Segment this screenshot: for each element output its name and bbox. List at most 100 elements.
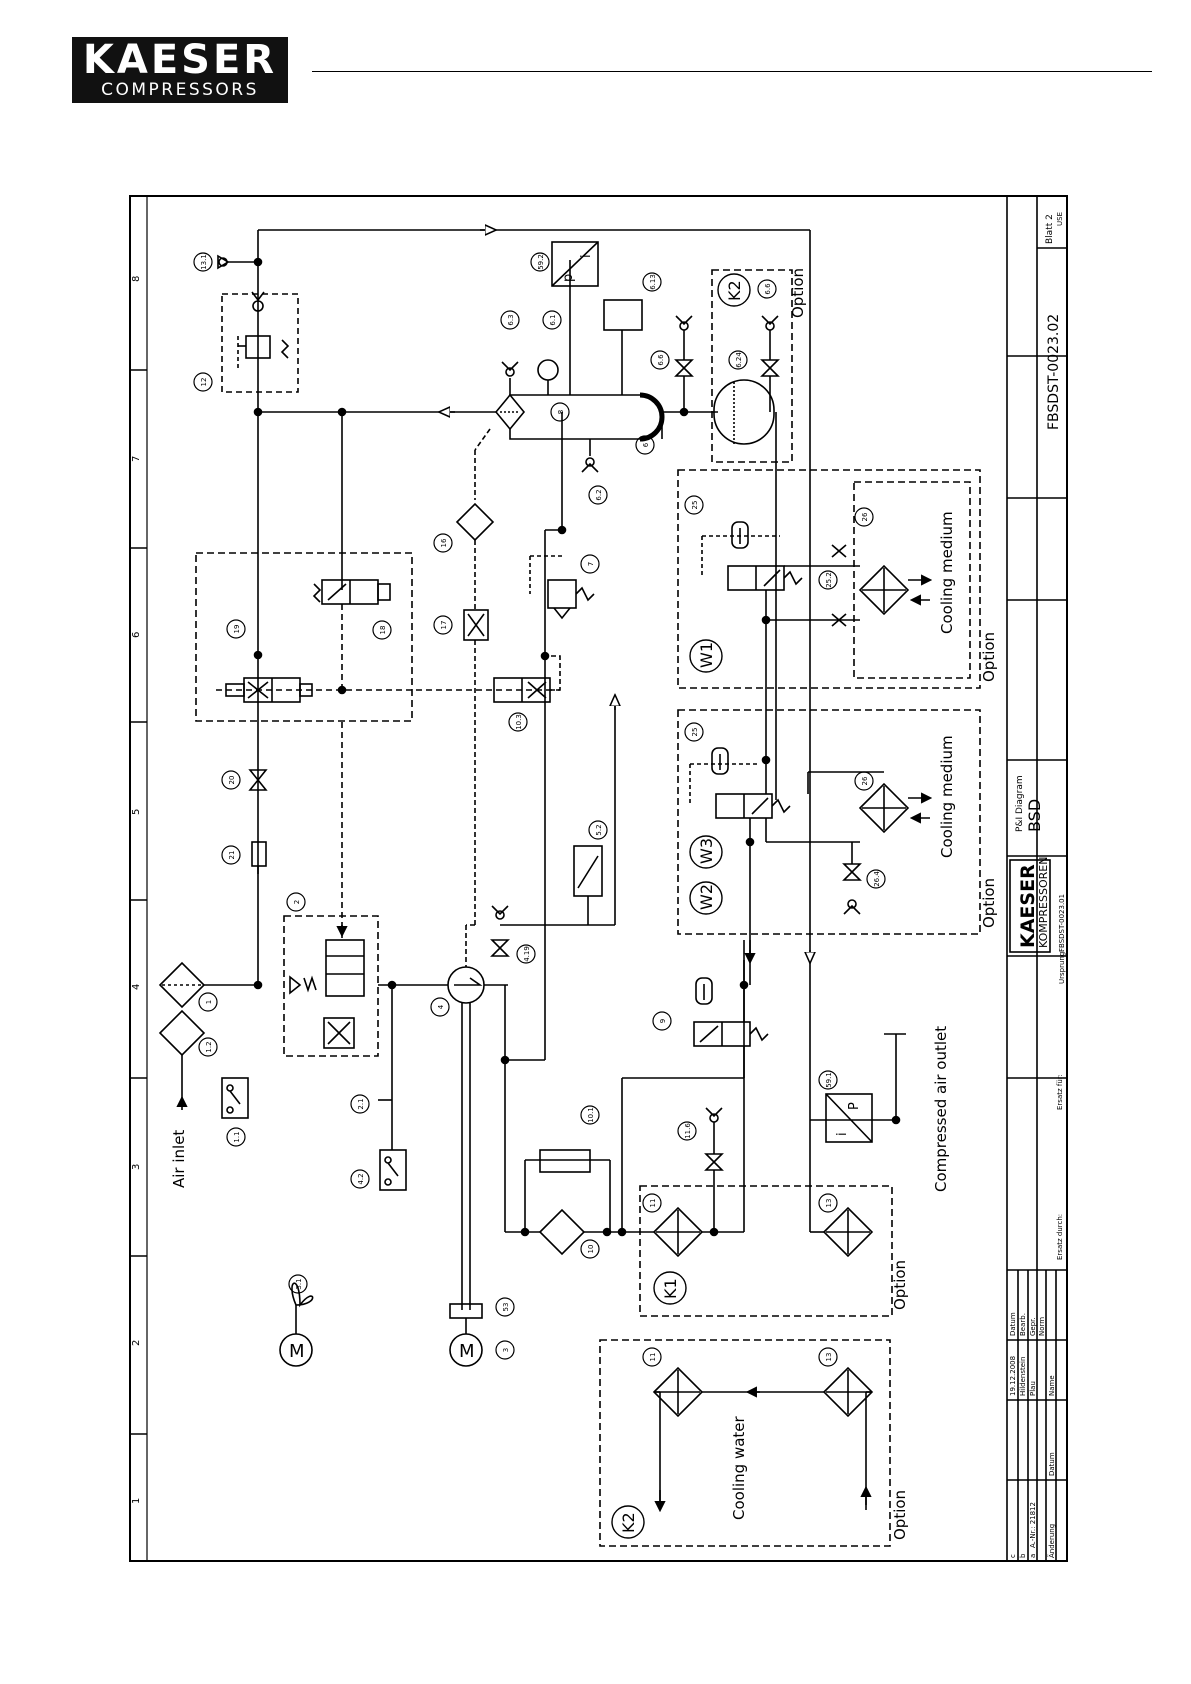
tb-sheet-of: USE bbox=[1056, 212, 1064, 226]
tag-4-19: 4.19 bbox=[523, 946, 531, 962]
tag-bubble bbox=[652, 1011, 672, 1031]
valve-18 bbox=[312, 579, 391, 605]
tag-25-b: 25 bbox=[691, 728, 699, 737]
cooler-11-k1 bbox=[626, 1078, 745, 1258]
tag-26-4: 26.4 bbox=[873, 871, 881, 887]
tag-6-13: 6.13 bbox=[649, 274, 657, 290]
tag-bubble bbox=[221, 845, 241, 865]
air-end-4 bbox=[378, 966, 508, 1319]
label-option-k2-top: Option bbox=[789, 268, 807, 318]
tag-bubble bbox=[372, 620, 392, 640]
option-box-k2-top bbox=[711, 269, 793, 463]
tag-53: 53 bbox=[502, 1303, 510, 1312]
label-compressed-air-outlet: Compressed air outlet bbox=[932, 1026, 950, 1192]
group-circle bbox=[689, 881, 723, 915]
instrument-letter-p-lower: P bbox=[847, 1102, 862, 1110]
tag-bubble bbox=[193, 372, 213, 392]
tag-bubble bbox=[650, 350, 670, 370]
tag-bubble bbox=[588, 485, 608, 505]
tb-title-large: BSD bbox=[1025, 799, 1044, 832]
tag-59-1: 59.1 bbox=[825, 1072, 833, 1088]
tag-9: 9 bbox=[659, 1019, 667, 1023]
group-circle bbox=[717, 273, 751, 307]
grid-number: 4 bbox=[131, 984, 142, 990]
tag-6-6-b: 6.6 bbox=[764, 283, 772, 295]
air-filter-1 bbox=[158, 961, 258, 1110]
grid-number: 8 bbox=[131, 276, 142, 282]
tag-25-2: 25.2 bbox=[825, 572, 833, 588]
group-k2-top: K2 bbox=[725, 280, 744, 301]
tag-bubble bbox=[818, 1193, 838, 1213]
cooling-water-loop bbox=[652, 1366, 874, 1513]
tag-1-1: 1.1 bbox=[233, 1131, 241, 1142]
tb-replaced-for: Ersatz für: bbox=[1056, 1074, 1064, 1110]
group-k1: K1 bbox=[661, 1278, 680, 1299]
group-w3: W3 bbox=[697, 838, 716, 864]
tag-bubble bbox=[580, 1239, 600, 1259]
tag-10-3: 10.3 bbox=[515, 714, 523, 730]
tag-bubble bbox=[530, 252, 550, 272]
label-option-w1: Option bbox=[980, 632, 998, 682]
tag-4-2: 4.2 bbox=[357, 1173, 365, 1184]
tag-59-2: 59.2 bbox=[537, 254, 545, 270]
tag-bubble bbox=[866, 869, 886, 889]
header-rule bbox=[312, 71, 1152, 72]
tb-gepr-value: Plau bbox=[1029, 1381, 1037, 1396]
tag-bubble bbox=[642, 272, 662, 292]
tag-bubble bbox=[198, 1037, 218, 1057]
label-option-k1: Option bbox=[891, 1260, 909, 1310]
tb-name-label: Name bbox=[1048, 1375, 1056, 1396]
logo-line-2: COMPRESSORS bbox=[101, 80, 259, 100]
tag-bubble bbox=[430, 997, 450, 1017]
tb-company-line-1: KAESER bbox=[1017, 864, 1039, 948]
tag-13-1: 13.1 bbox=[200, 254, 208, 270]
tag-20: 20 bbox=[228, 776, 236, 785]
tag-3-1: 3.1 bbox=[295, 1278, 303, 1289]
tag-bubble bbox=[542, 310, 562, 330]
tb-datum-value: 19.12.2008 bbox=[1009, 1356, 1017, 1396]
tag-bubble bbox=[642, 1193, 662, 1213]
tag-bubble bbox=[433, 615, 453, 635]
tag-6-6-a: 6.6 bbox=[657, 354, 665, 366]
motor-3: M bbox=[449, 1318, 483, 1367]
tag-bubble bbox=[684, 722, 704, 742]
tb-gepr-label: Gepr. bbox=[1029, 1317, 1037, 1336]
tb-bearb-value: Hildenstein bbox=[1019, 1357, 1027, 1396]
tag-19: 19 bbox=[233, 625, 241, 634]
tag-13-b: 13 bbox=[825, 1353, 833, 1362]
label-cooling-medium-1: Cooling medium bbox=[938, 511, 956, 634]
tag-2-1: 2.1 bbox=[357, 1098, 365, 1109]
pressure-switch-4-2 bbox=[379, 1100, 407, 1191]
tb-company-line-2: KOMPRESSOREN bbox=[1037, 857, 1050, 948]
grid-number: 6 bbox=[131, 632, 142, 638]
option-box-w2w3 bbox=[677, 709, 981, 935]
tag-bubble bbox=[288, 1274, 308, 1294]
tb-aenderung-label: Änderung bbox=[1047, 1524, 1056, 1558]
tb-origin-label: Ursprung: bbox=[1058, 949, 1066, 984]
pressure-switch-1-1 bbox=[221, 1077, 249, 1119]
tag-bubble bbox=[642, 1347, 662, 1367]
grid-number: 2 bbox=[131, 1340, 142, 1346]
tag-6-3: 6.3 bbox=[507, 314, 515, 325]
valve-20 bbox=[248, 769, 268, 791]
tag-13-a: 13 bbox=[825, 1199, 833, 1208]
tag-7: 7 bbox=[587, 562, 595, 566]
tag-18: 18 bbox=[379, 626, 387, 635]
cooler-26-w1 bbox=[858, 564, 933, 616]
tag-10-1: 10.1 bbox=[587, 1107, 595, 1123]
label-option-w2w3: Option bbox=[980, 878, 998, 928]
group-circle bbox=[611, 1505, 645, 1539]
label-cooling-water: Cooling water bbox=[730, 1415, 748, 1520]
tag-bubble bbox=[350, 1094, 370, 1114]
group-w2: W2 bbox=[697, 884, 716, 910]
tag-bubble bbox=[193, 252, 213, 272]
tag-bubble bbox=[854, 771, 874, 791]
tag-bubble bbox=[500, 310, 520, 330]
valve-7 bbox=[529, 555, 595, 620]
tag-11-6: 11.6 bbox=[684, 1123, 692, 1139]
tag-bubble bbox=[854, 507, 874, 527]
tag-25-a: 25 bbox=[691, 501, 699, 510]
tag-bubble bbox=[677, 1121, 697, 1141]
tag-bubble bbox=[226, 619, 246, 639]
tag-12: 12 bbox=[200, 378, 208, 387]
